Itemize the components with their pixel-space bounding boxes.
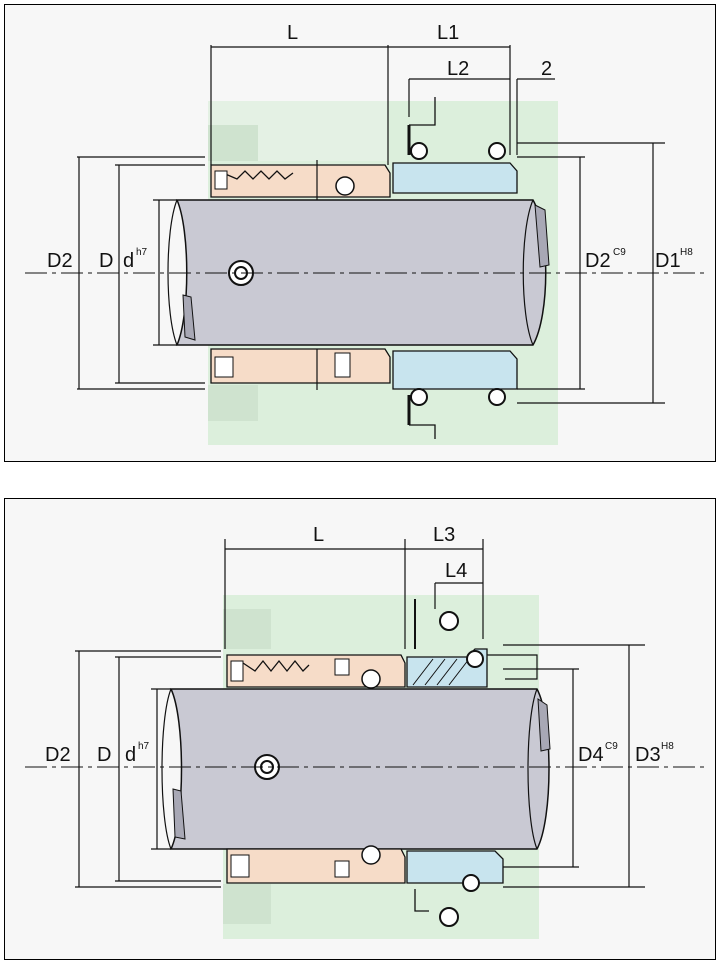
label-D1: D1 <box>655 250 681 272</box>
stationary-seat-lower <box>406 850 504 884</box>
o-ring-icon <box>361 669 381 689</box>
label-D2-sup: C9 <box>613 247 626 258</box>
label-L4: L4 <box>445 560 467 582</box>
label-D2: D2 <box>45 744 71 766</box>
label-d-sup: h7 <box>136 247 148 258</box>
label-L3: L3 <box>433 524 455 546</box>
top-seal-drawing: L L1 L2 2 D2 D d h7 D2 C9 D1 H8 <box>25 22 705 445</box>
label-D: D <box>99 250 113 272</box>
spring-icon <box>242 659 310 673</box>
label-D4-sup: C9 <box>605 741 618 752</box>
label-D2-right: D2 <box>585 250 611 272</box>
label-2: 2 <box>541 58 552 80</box>
shaft <box>169 688 550 850</box>
label-D2-left: D2 <box>47 250 73 272</box>
label-L1: L1 <box>437 22 459 44</box>
rotary-unit-lower <box>210 348 391 384</box>
rotary-unit-upper <box>226 654 406 688</box>
stationary-seat-lower <box>392 350 518 390</box>
bottom-seal-diagram-panel: L L3 L4 D2 D d h7 D4 C9 D3 H8 <box>4 498 716 960</box>
label-D1-sup: H8 <box>680 247 693 258</box>
label-D3-sup: H8 <box>661 741 674 752</box>
spring-icon <box>222 170 294 180</box>
housing-wall <box>223 609 271 649</box>
label-d: d <box>123 250 134 272</box>
label-L2: L2 <box>447 58 469 80</box>
label-L: L <box>287 22 298 44</box>
label-L: L <box>313 524 324 546</box>
o-ring-icon <box>335 176 355 196</box>
label-D: D <box>97 744 111 766</box>
label-D3: D3 <box>635 744 661 766</box>
label-d-sup: h7 <box>138 741 150 752</box>
stationary-seat-upper <box>392 162 518 194</box>
label-d: d <box>125 744 136 766</box>
top-seal-diagram-panel: L L1 L2 2 D2 D d h7 D2 C9 D1 H8 <box>4 4 716 462</box>
label-D4: D4 <box>578 744 604 766</box>
bottom-seal-drawing: L L3 L4 D2 D d h7 D4 C9 D3 H8 <box>25 524 705 939</box>
rotary-unit-upper <box>210 164 391 198</box>
housing-wall <box>208 125 258 161</box>
